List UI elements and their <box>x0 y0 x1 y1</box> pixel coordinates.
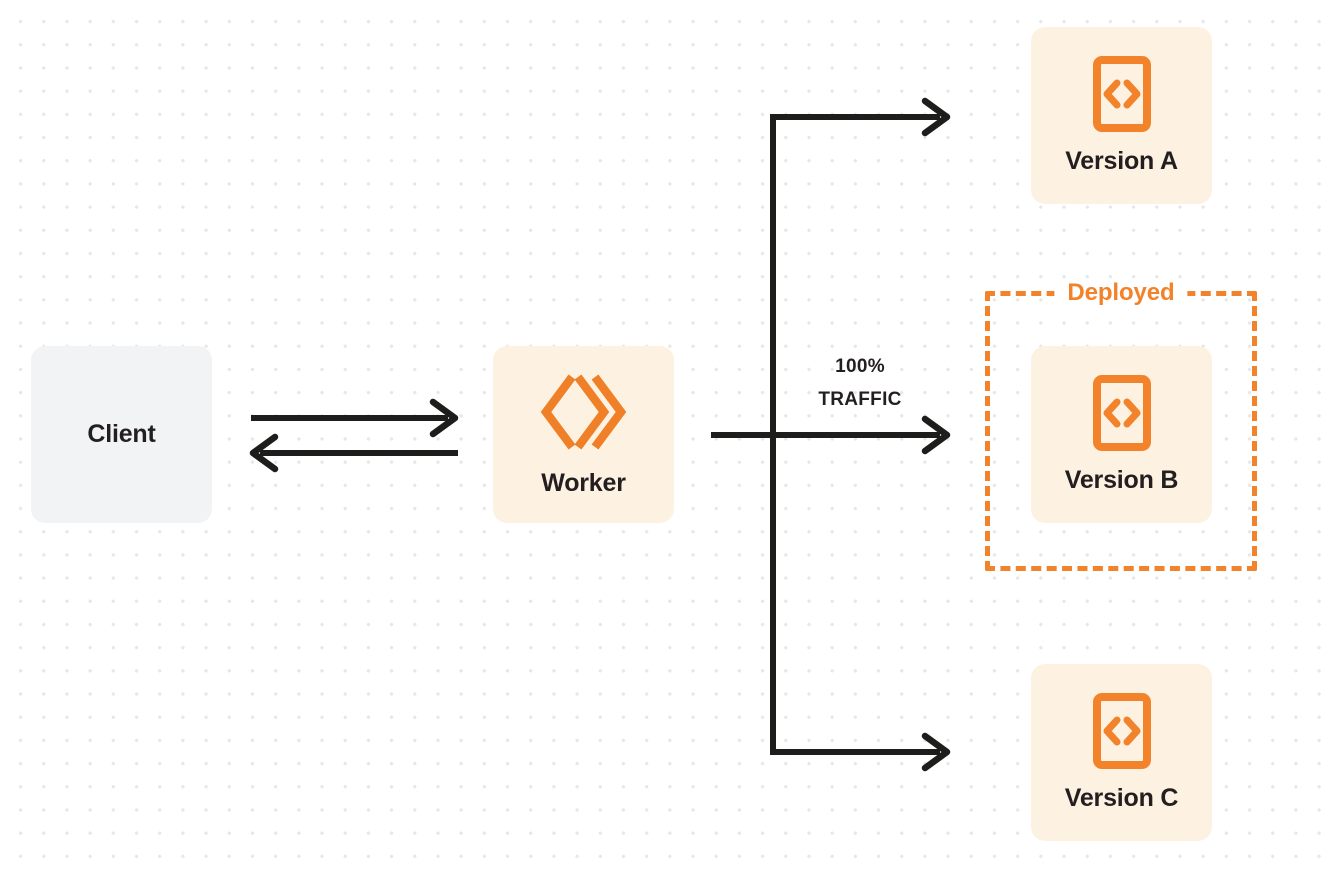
client-label: Client <box>87 420 156 448</box>
worker-node[interactable]: Worker <box>493 346 674 523</box>
traffic-percent-caption: TRAFFIC <box>818 389 902 410</box>
deployed-group-boundary: Deployed <box>985 279 1257 571</box>
edge-worker-to-version-b <box>711 415 951 455</box>
edge-client-to-worker <box>251 398 459 438</box>
traffic-percentage-label: 100% TRAFFIC <box>790 350 930 416</box>
code-file-icon <box>1092 56 1151 132</box>
edge-worker-to-client <box>249 433 458 473</box>
code-file-icon <box>1092 375 1151 451</box>
version-b-node[interactable]: Version B <box>1031 346 1212 523</box>
client-node[interactable]: Client <box>31 346 212 523</box>
deployed-badge-label: Deployed <box>1054 279 1188 307</box>
version-c-label: Version C <box>1064 784 1179 812</box>
worker-label: Worker <box>541 469 626 497</box>
code-file-icon <box>1092 693 1151 769</box>
version-a-label: Version A <box>1065 147 1178 175</box>
edge-worker-to-version-a <box>770 97 951 137</box>
version-c-node[interactable]: Version C <box>1031 664 1212 841</box>
version-a-node[interactable]: Version A <box>1031 27 1212 204</box>
edge-worker-to-version-c <box>770 732 951 772</box>
traffic-percent-value: 100% <box>835 356 885 377</box>
cloudflare-workers-logo-icon <box>540 374 626 450</box>
version-b-label: Version B <box>1064 466 1179 494</box>
